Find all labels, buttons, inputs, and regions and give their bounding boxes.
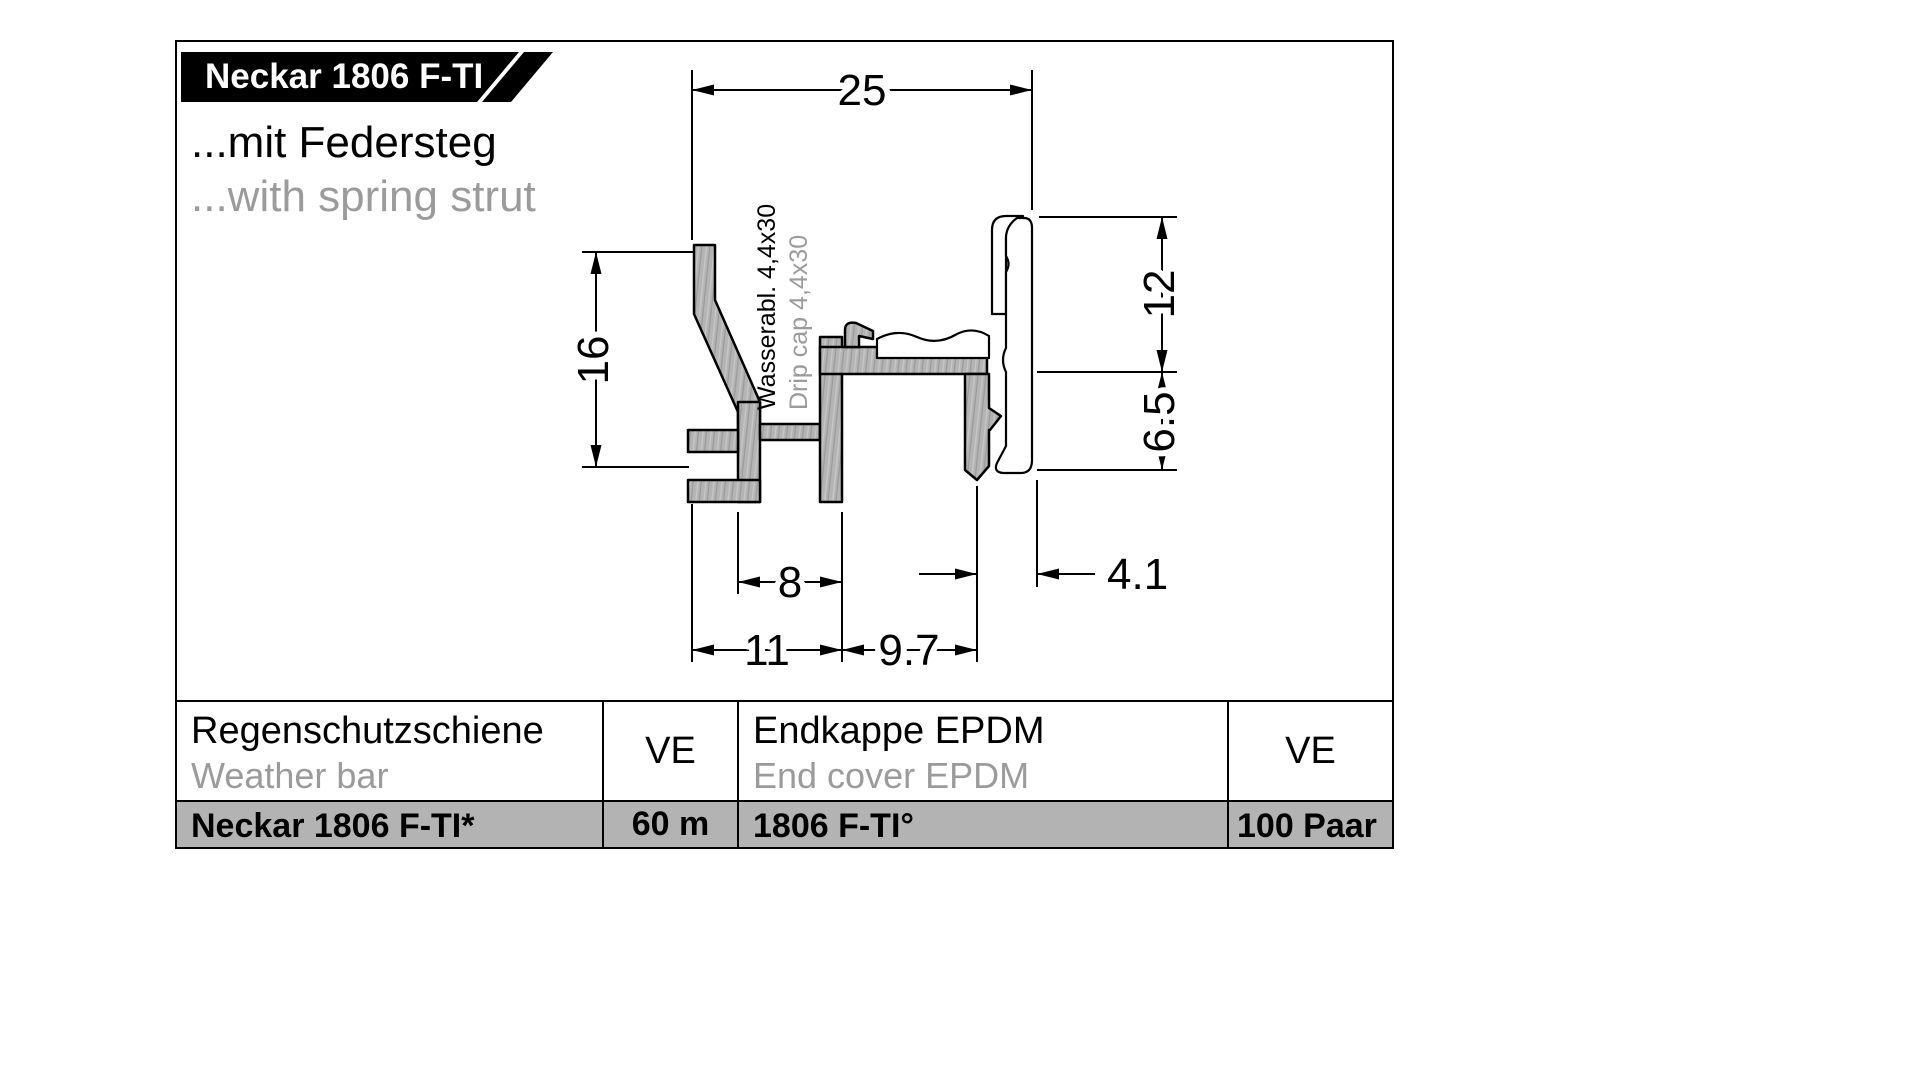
subtitle-german: ...mit Federsteg	[191, 118, 497, 167]
row-ve-1-value: 60 m	[602, 800, 737, 847]
row-end-cap-name: 1806 F-TI°	[737, 800, 1227, 847]
product-banner: Neckar 1806 F-TI	[181, 52, 553, 102]
header-ve-2: VE	[1227, 702, 1392, 800]
dim-label-11: 11	[744, 626, 790, 675]
dim-label-9-7: 9.7	[878, 626, 939, 675]
end-cap-gasket-wave	[875, 329, 991, 360]
subtitle-english: ...with spring strut	[191, 172, 536, 221]
profile-spring-strut	[758, 422, 822, 442]
spec-table: Regenschutzschiene Weather bar VE Endkap…	[177, 700, 1392, 847]
header-end-cap-en: End cover EPDM	[753, 755, 1030, 796]
header-weather-bar: Regenschutzschiene Weather bar	[177, 702, 602, 800]
profile-right-leg	[963, 372, 1003, 482]
profile-left-foot	[686, 478, 762, 504]
product-title: Neckar 1806 F-TI	[205, 57, 484, 96]
end-cap-outline	[875, 214, 1034, 475]
row-ve-2-value: 100 Paar	[1227, 800, 1392, 847]
annotation-drip-en: Drip cap 4,4x30	[785, 235, 813, 410]
dim-label-4-1: 4.1	[1107, 550, 1168, 599]
header-ve-2-label: VE	[1285, 729, 1336, 772]
header-weather-bar-de: Regenschutzschiene	[191, 710, 544, 752]
profile-left-tab	[686, 428, 740, 454]
aluminium-profile	[686, 243, 1003, 504]
drip-cap-annotations: Wasserabl. 4,4x30 Drip cap 4,4x30	[753, 204, 813, 410]
banner-stripe-decoration	[477, 52, 524, 102]
profile-cross-section-drawing: 25 16 12 6.5 8 4.1 11 9.7 Wasserabl. 4,4…	[563, 60, 1190, 681]
extension-lines	[582, 70, 1177, 662]
header-end-cap: Endkappe EPDM End cover EPDM	[737, 702, 1227, 800]
dimension-lines	[590, 84, 1168, 656]
profile-stem	[818, 335, 844, 504]
header-end-cap-de: Endkappe EPDM	[753, 710, 1045, 752]
datasheet: 25 16 12 6.5 8 4.1 11 9.7 Wasserabl. 4,4…	[175, 40, 1394, 849]
profile-drip-lip	[843, 321, 875, 349]
dimension-labels: 25 16 12 6.5 8 4.1 11 9.7	[563, 60, 1190, 681]
row-product-name: Neckar 1806 F-TI*	[177, 800, 602, 847]
dim-label-8: 8	[778, 558, 802, 607]
dim-label-25: 25	[838, 66, 887, 115]
header-ve-1: VE	[602, 702, 737, 800]
dim-label-6-5: 6.5	[1135, 391, 1184, 452]
dim-label-12: 12	[1135, 270, 1184, 319]
header-ve-1-label: VE	[645, 729, 696, 772]
dim-label-16: 16	[569, 336, 618, 385]
annotation-drip-de: Wasserabl. 4,4x30	[753, 204, 781, 410]
header-weather-bar-en: Weather bar	[191, 755, 389, 796]
end-cap-strip	[994, 216, 1034, 475]
